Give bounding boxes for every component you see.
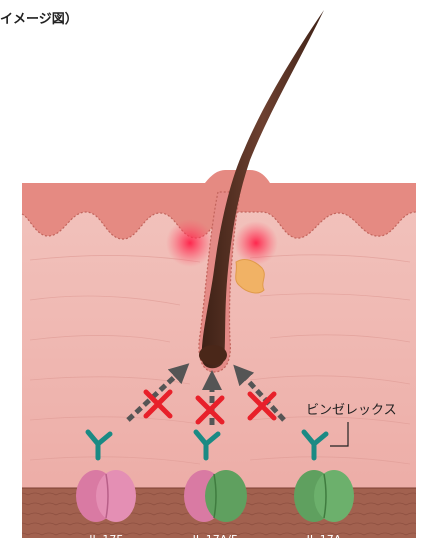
label-il17a: IL-17A xyxy=(307,533,342,546)
inflammation-spot-right xyxy=(234,221,278,265)
label-il17f: IL-17F xyxy=(89,533,122,546)
inflammation-spot-left xyxy=(166,219,214,267)
drug-label: ビンゼレックス xyxy=(306,403,397,418)
cytokine-il17f xyxy=(76,470,136,522)
cytokine-il17a xyxy=(294,470,354,522)
cytokine-il17af xyxy=(184,470,247,522)
label-il17af: IL-17A/F xyxy=(193,533,238,546)
